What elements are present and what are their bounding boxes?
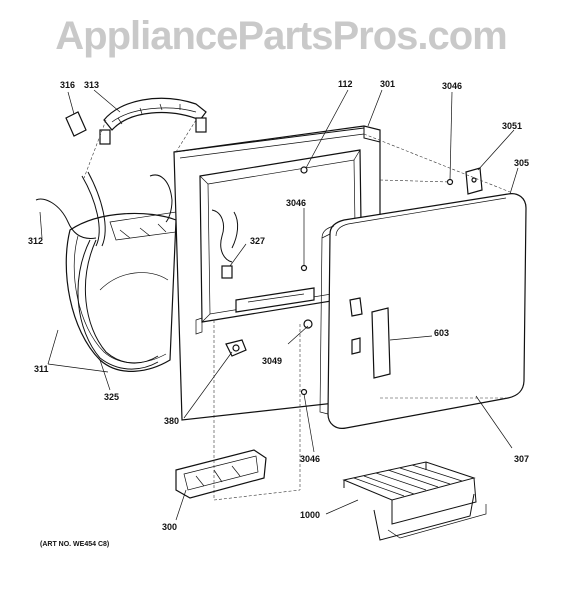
part-313-arch-bracket[interactable] <box>99 97 207 145</box>
callout-labels: 316 313 112 301 3046 3051 305 3046 327 3… <box>28 79 529 548</box>
callout-380: 380 <box>164 416 179 426</box>
callout-3051: 3051 <box>502 121 522 131</box>
part-3051-strike[interactable] <box>465 167 483 195</box>
callout-301: 301 <box>380 79 395 89</box>
callout-311: 311 <box>34 364 49 374</box>
alignment-lines <box>83 119 511 501</box>
part-312-gasket[interactable] <box>35 174 173 239</box>
callout-3046-mid: 3046 <box>286 198 306 208</box>
callout-305: 305 <box>514 158 529 168</box>
callout-325: 325 <box>104 392 119 402</box>
part-380-switch[interactable] <box>225 339 247 357</box>
callout-312: 312 <box>28 236 43 246</box>
art-number: (ART NO. WE454 C8) <box>40 541 109 548</box>
part-327-latch[interactable] <box>211 209 239 279</box>
part-3049-pin[interactable] <box>303 319 313 329</box>
callout-3046-top: 3046 <box>442 81 462 91</box>
callout-112: 112 <box>338 79 353 89</box>
callout-3046-bottom: 3046 <box>300 454 320 464</box>
part-3046-screw-c[interactable] <box>300 388 308 396</box>
callout-603: 603 <box>434 328 449 338</box>
part-3046-screw-b[interactable] <box>300 264 308 272</box>
site-watermark: AppliancePartsPros.com <box>55 14 508 58</box>
part-300-lint-filter[interactable] <box>175 449 267 499</box>
callout-307: 307 <box>514 454 529 464</box>
part-1000-drying-rack[interactable] <box>342 461 487 541</box>
callout-3049: 3049 <box>262 356 282 366</box>
part-305-307-door[interactable] <box>319 193 527 429</box>
callout-316: 316 <box>60 80 75 90</box>
callout-1000: 1000 <box>300 510 320 520</box>
callout-327: 327 <box>250 236 265 246</box>
leader-lines <box>39 89 519 521</box>
part-316-felt[interactable] <box>65 111 87 137</box>
part-311-bulkhead[interactable] <box>65 211 177 372</box>
part-325-seal[interactable] <box>77 171 159 370</box>
callout-313: 313 <box>84 80 99 90</box>
callout-300: 300 <box>162 522 177 532</box>
